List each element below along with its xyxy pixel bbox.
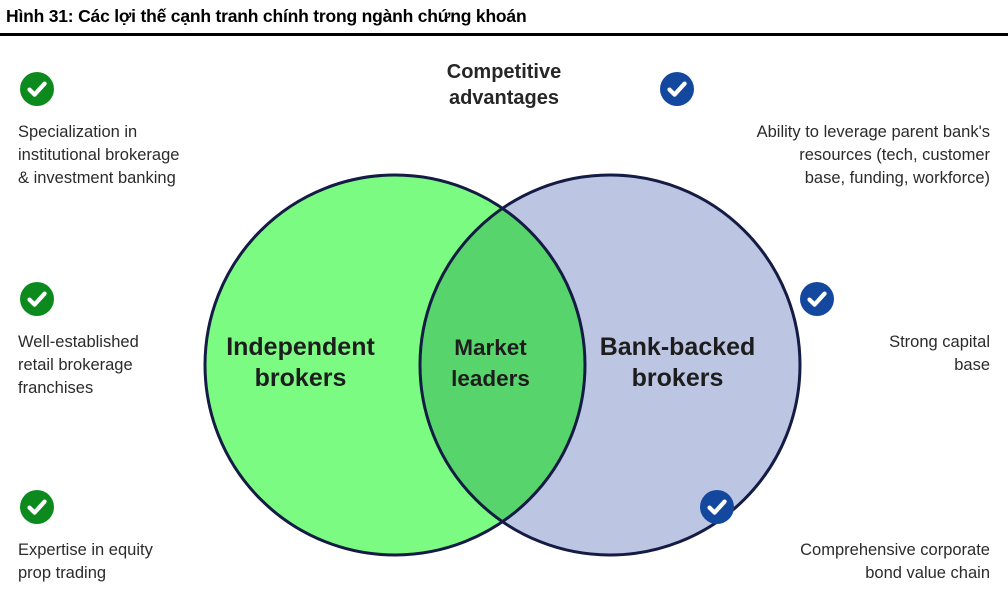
competitive-advantages-caption: Competitive advantages xyxy=(446,61,562,109)
advantage-item-right-1: Ability to leverage parent bank's resour… xyxy=(660,72,990,190)
venn-label-bank-backed-brokers: Bank-backed brokers xyxy=(599,333,756,392)
advantage-text: Comprehensive corporate bond value chain xyxy=(800,541,990,582)
figure-title: Hình 31: Các lợi thế cạnh tranh chính tr… xyxy=(6,6,527,26)
advantage-text: Strong capital base xyxy=(889,333,990,374)
advantage-text: Expertise in equity prop trading xyxy=(18,541,153,582)
venn-label-independent-brokers: Independent brokers xyxy=(226,333,375,392)
check-circle-icon xyxy=(20,490,208,529)
check-circle-icon xyxy=(800,282,988,321)
check-circle-icon xyxy=(660,72,988,111)
check-circle-icon xyxy=(700,490,988,529)
advantage-item-right-3: Comprehensive corporate bond value chain xyxy=(700,490,990,585)
check-circle-icon xyxy=(20,72,278,111)
advantage-text: Well-established retail brokerage franch… xyxy=(18,333,139,397)
advantage-item-left-2: Well-established retail brokerage franch… xyxy=(18,282,208,400)
advantage-item-left-3: Expertise in equity prop trading xyxy=(18,490,208,585)
advantage-text: Specialization in institutional brokerag… xyxy=(18,123,180,187)
header-divider xyxy=(0,33,1008,36)
figure-header: Hình 31: Các lợi thế cạnh tranh chính tr… xyxy=(0,0,1008,40)
advantage-item-right-2: Strong capital base xyxy=(800,282,990,377)
venn-label-market-leaders: Market leaders xyxy=(451,335,530,391)
advantage-item-left-1: Specialization in institutional brokerag… xyxy=(18,72,278,190)
check-circle-icon xyxy=(20,282,208,321)
advantage-text: Ability to leverage parent bank's resour… xyxy=(756,123,990,187)
